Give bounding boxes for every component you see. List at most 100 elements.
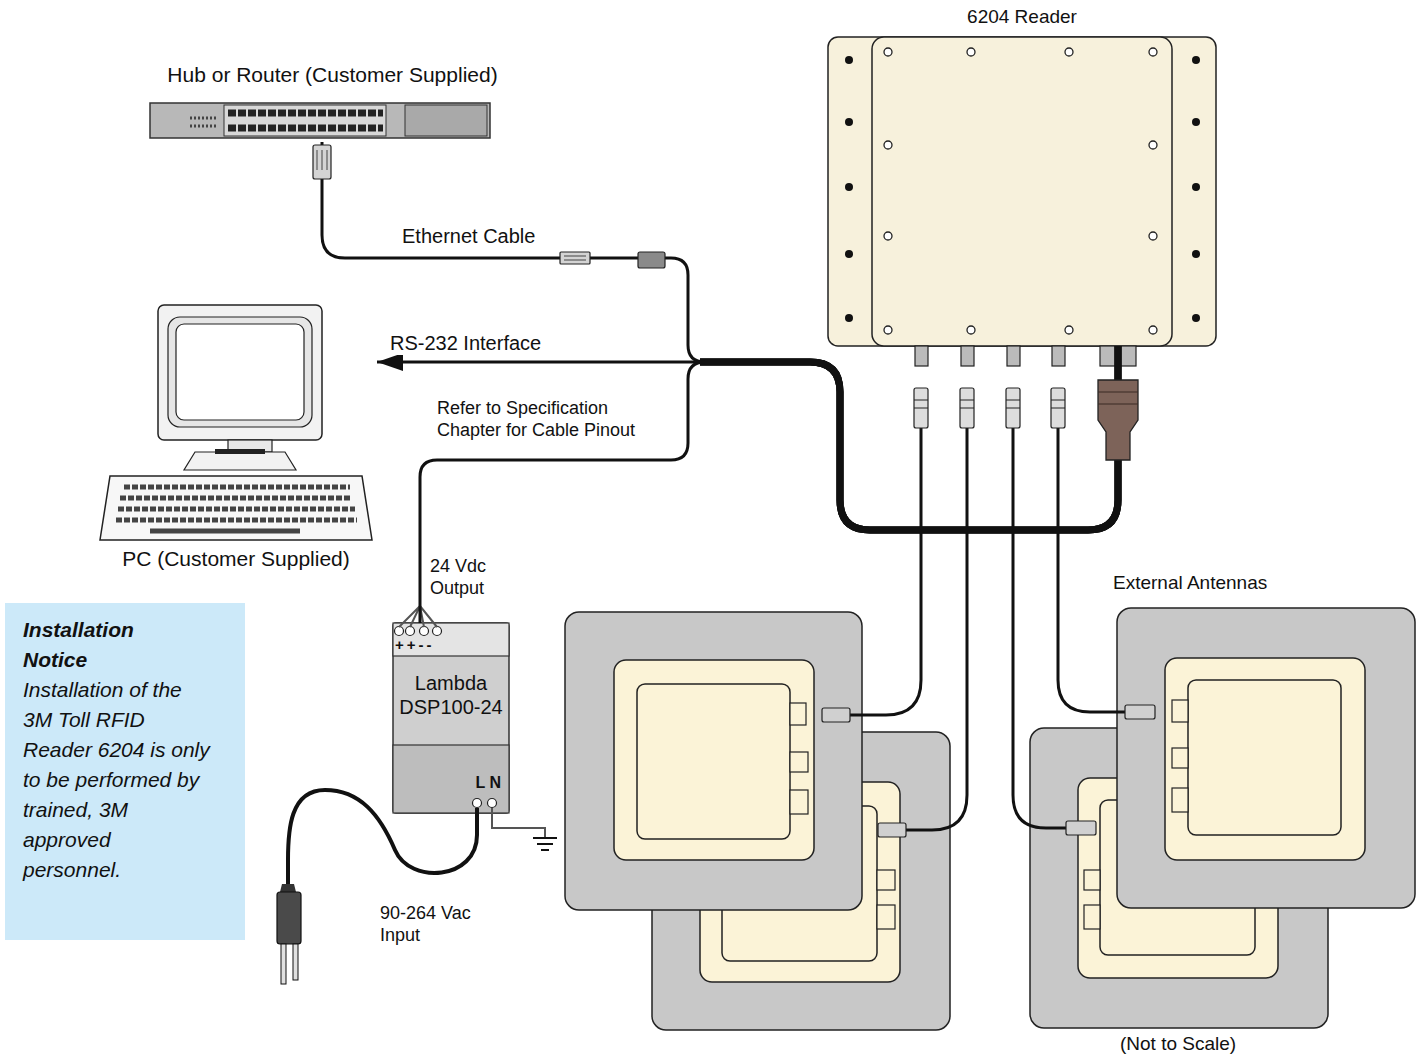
mount-hole bbox=[845, 250, 853, 258]
antenna-port bbox=[1052, 346, 1065, 366]
monitor-base bbox=[184, 452, 296, 470]
reader-flange bbox=[828, 37, 1216, 346]
plug-prong bbox=[281, 944, 286, 984]
node-heading: Hub or Router (Customer Supplied) bbox=[140, 62, 525, 87]
screw bbox=[1149, 141, 1157, 149]
antenna-tab bbox=[790, 790, 808, 814]
cable-branch bbox=[420, 362, 705, 623]
output-label: 24 Vdc Output bbox=[430, 556, 510, 599]
screw bbox=[967, 48, 975, 56]
cable-trunk bbox=[700, 346, 1118, 530]
plug-prong bbox=[293, 944, 298, 980]
ac-cord bbox=[288, 790, 477, 890]
group-label: External Antennas bbox=[1113, 572, 1267, 595]
antenna-port bbox=[1007, 346, 1020, 366]
antenna-tab bbox=[1084, 870, 1100, 890]
switch-blank bbox=[405, 105, 487, 136]
terminal-polarity: ++-- bbox=[395, 636, 469, 654]
plug-strain-relief bbox=[280, 884, 296, 892]
cable-trunk bbox=[700, 346, 1118, 530]
rj45-contacts bbox=[317, 150, 327, 170]
device-name: Lambda DSP100-24 bbox=[397, 671, 505, 719]
antenna-cable bbox=[1013, 428, 1068, 828]
cable-branch bbox=[322, 142, 705, 362]
switch-ports bbox=[228, 125, 383, 132]
antenna-tab bbox=[1084, 905, 1100, 929]
status-leds bbox=[190, 125, 218, 128]
terminal bbox=[473, 799, 482, 808]
mount-hole bbox=[845, 183, 853, 191]
cable-note: Refer to Specification Chapter for Cable… bbox=[435, 398, 674, 441]
ground-symbol bbox=[533, 838, 557, 850]
router-node: Hub or Router (Customer Supplied) bbox=[140, 62, 525, 142]
antenna-connector bbox=[878, 823, 906, 837]
antenna-tab bbox=[877, 870, 895, 890]
screw bbox=[884, 48, 892, 56]
pc-node: PC (Customer Supplied) bbox=[95, 300, 377, 578]
plug-ribs bbox=[1098, 392, 1138, 404]
psu-bottom-band bbox=[393, 745, 509, 813]
antenna-tab bbox=[1172, 748, 1188, 768]
keyboard-space bbox=[150, 529, 300, 534]
keyboard-keys bbox=[118, 507, 355, 512]
notice-heading: Installation Notice bbox=[23, 615, 198, 675]
antenna-tab bbox=[790, 752, 808, 772]
monitor-bezel bbox=[168, 317, 312, 427]
keyboard-keys bbox=[120, 496, 352, 501]
antenna-face bbox=[1165, 658, 1365, 860]
screw bbox=[1149, 232, 1157, 240]
terminal bbox=[406, 627, 415, 636]
mount-hole bbox=[1192, 314, 1200, 322]
antenna-face bbox=[614, 660, 814, 860]
cable-trunk bbox=[700, 346, 1118, 530]
antenna-tab bbox=[877, 905, 895, 929]
terminal-names: L N bbox=[453, 773, 501, 792]
monitor bbox=[158, 305, 322, 440]
rj45-contacts bbox=[564, 256, 586, 260]
antenna-housing bbox=[1117, 608, 1415, 908]
screw bbox=[884, 232, 892, 240]
plug-body bbox=[277, 892, 301, 944]
switch-body bbox=[150, 103, 490, 138]
reader-node: 6204 Reader bbox=[828, 0, 1216, 346]
keyboard-keys bbox=[116, 518, 357, 523]
antenna-panel bbox=[637, 684, 790, 839]
dc-leads bbox=[399, 606, 437, 627]
antenna-tab bbox=[790, 703, 806, 725]
cable-connector bbox=[420, 346, 1118, 623]
scale-note: (Not to Scale) bbox=[1120, 1033, 1236, 1056]
reader-plate bbox=[872, 37, 1172, 346]
antenna-housing bbox=[565, 612, 862, 910]
screw bbox=[884, 141, 892, 149]
notice-body: Installation of the 3M Toll RFID Reader … bbox=[23, 675, 213, 885]
node-heading: 6204 Reader bbox=[828, 6, 1216, 29]
cable-label: Ethernet Cable bbox=[400, 224, 537, 248]
status-leds bbox=[190, 117, 218, 120]
plug-ribs bbox=[914, 400, 1065, 408]
terminal bbox=[420, 627, 429, 636]
mount-hole bbox=[845, 118, 853, 126]
keyboard bbox=[100, 476, 372, 540]
switch-panel bbox=[224, 105, 386, 136]
node-heading: PC (Customer Supplied) bbox=[95, 546, 377, 571]
screw bbox=[884, 326, 892, 334]
mount-hole bbox=[1192, 183, 1200, 191]
notice-box: Installation NoticeInstallation of the 3… bbox=[5, 603, 245, 940]
screw bbox=[1149, 326, 1157, 334]
ground-wire bbox=[492, 808, 545, 838]
antenna-connector bbox=[822, 708, 850, 722]
cable-connector bbox=[322, 142, 1118, 530]
antenna-tab bbox=[1172, 700, 1188, 722]
terminal bbox=[488, 799, 497, 808]
mount-hole bbox=[845, 56, 853, 64]
antenna-cable bbox=[850, 428, 921, 715]
rj45-plug bbox=[313, 145, 331, 179]
mount-hole bbox=[1192, 118, 1200, 126]
mount-hole bbox=[1192, 56, 1200, 64]
screw bbox=[1065, 48, 1073, 56]
interface-label: RS-232 Interface bbox=[388, 331, 543, 355]
monitor-slot bbox=[215, 449, 265, 454]
antenna-port bbox=[915, 346, 928, 366]
antenna-connector bbox=[1066, 821, 1096, 835]
antenna-connector bbox=[1125, 705, 1155, 719]
